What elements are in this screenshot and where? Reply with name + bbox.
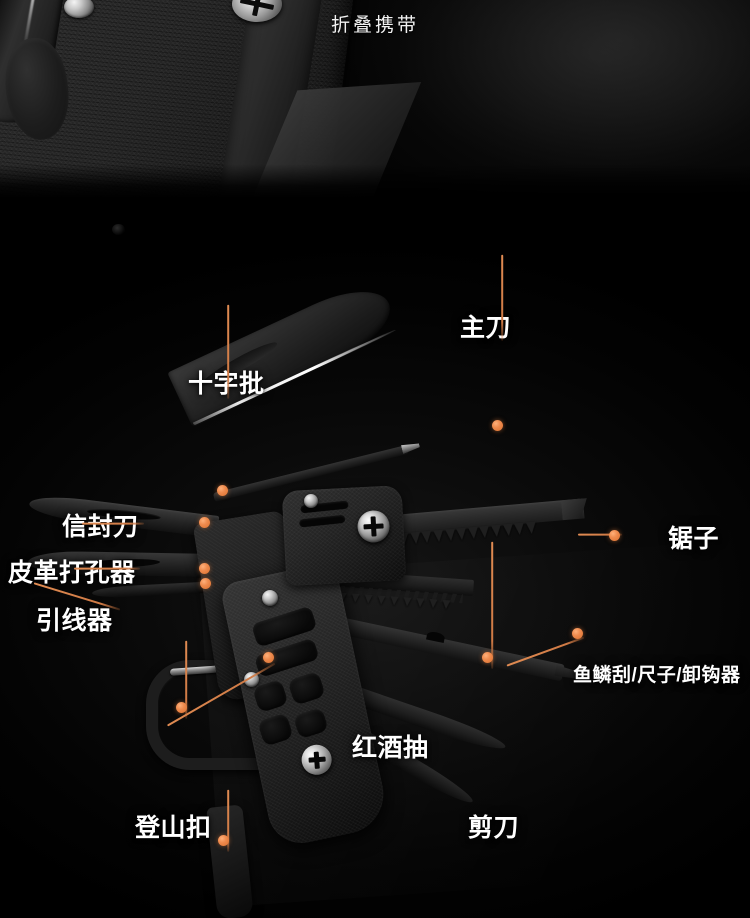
jaw-tooth [441,599,451,610]
photo-bottom-fade [0,164,750,198]
handle-main [219,560,391,850]
handle-cutout [292,707,329,740]
pivot-screw-icon [356,509,391,544]
handle-phillips-screw [298,741,335,778]
jaw-tooth [351,593,360,604]
callout-dot-handle-tail [218,835,229,846]
callout-dot-corkscrew [263,652,274,663]
callout-label-scissors: 剪刀 [468,814,520,842]
callout-leader-scissors [491,541,493,669]
main-blade-part [167,275,402,428]
saw-tooth [456,527,468,541]
phillips-screw-icon [232,0,282,22]
callout-leader-phillips [227,304,229,399]
callout-dot-scissors [482,652,493,663]
saw-tooth [433,529,445,543]
callout-label-scaler: 鱼鳞刮/尺子/卸钩器 [573,665,741,686]
callout-label-envelope: 信封刀 [62,513,139,541]
punch-hole [112,224,125,235]
callout-dot-awl [200,578,211,589]
handle-cutout [287,671,326,706]
saw-tooth [502,523,514,537]
saw-tooth [513,522,525,536]
callout-label-saw: 锯子 [668,525,720,553]
jaw-tooth [390,596,399,606]
callout-leader-leather-punch [74,568,140,570]
product-closeup-photo: 折叠携带 [0,0,750,198]
saw-tooth [479,525,491,539]
saw-tooth [525,521,537,535]
callout-label-corkscrew: 红酒抽 [352,734,429,762]
rivet-icon [304,494,318,508]
jaw-tooth [415,598,425,608]
handle-cutout [252,679,289,714]
callout-dot-saw [609,530,620,541]
callout-leader-envelope [82,523,144,525]
handle-cutout [257,712,294,747]
saw-tip [561,498,589,520]
jaw-tooth [364,594,373,605]
hook-remover-notch [426,630,446,644]
saw-tooth [490,524,502,538]
callout-dot-carabiner [176,702,187,713]
saw-tooth [444,528,456,542]
rivet-icon [262,590,278,606]
callout-label-main-blade: 主刀 [460,314,512,342]
tool-body-front [281,484,407,587]
callout-dot-envelope [199,517,210,528]
callout-label-phillips: 十字批 [188,364,265,400]
screwdriver-tip [401,441,421,454]
jaw-tooth [377,595,386,605]
saw-tooth [467,526,479,540]
saw-tooth [421,530,433,544]
callout-label-carabiner: 登山扣 [135,814,212,842]
callout-dot-phillips [217,485,228,496]
jaw-tooth [428,599,438,609]
callout-dot-leather-punch [199,563,210,574]
callout-dot-scaler [572,628,583,639]
banner-title: 折叠携带 [330,15,419,36]
callout-label-leather-punch: 皮革打孔器 [8,559,136,587]
callout-leader-main-blade [501,254,503,341]
rivet-icon [64,0,94,18]
callout-dot-main-blade [492,420,503,431]
body-slot [298,514,346,528]
jaw-tooth [403,597,412,607]
callout-label-awl: 引线器 [36,607,113,635]
handle-tail [206,804,254,918]
saw-tooth [409,531,421,545]
